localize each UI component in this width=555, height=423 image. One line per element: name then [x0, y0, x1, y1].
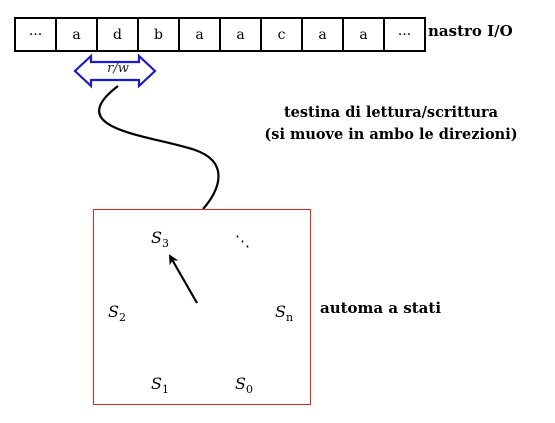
read-write-head-label: r/w: [107, 61, 129, 76]
tape-cell: ···: [383, 17, 426, 52]
head-description-line2: (si muove in ambo le direzioni): [264, 126, 518, 143]
head-description-line1: testina di lettura/scrittura: [283, 104, 499, 121]
automaton-label: automa a stati: [320, 299, 442, 317]
tape-cell: c: [260, 17, 303, 52]
tape-label: nastro I/O: [428, 22, 513, 40]
head-cable: [98, 85, 220, 210]
state-automaton-box: [93, 209, 311, 405]
state-s2: S2: [108, 302, 126, 325]
current-state-arrow: [169, 254, 198, 304]
read-write-head-outline: [73, 53, 157, 89]
tape-cell: a: [219, 17, 262, 52]
head-description: testina di lettura/scrittura (si muove i…: [236, 102, 546, 146]
tape: ··· a d b a a c a a ···: [14, 17, 426, 52]
state-s1: S1: [151, 374, 169, 397]
tape-cell: a: [178, 17, 221, 52]
states-ellipsis: ⋱: [235, 232, 250, 250]
tape-cell: ···: [14, 17, 57, 52]
state-s0: S0: [235, 374, 253, 397]
tape-cell-under-head: d: [96, 17, 139, 52]
state-s3: S3: [151, 228, 169, 251]
state-sn: Sn: [275, 302, 294, 325]
tape-cell: a: [55, 17, 98, 52]
